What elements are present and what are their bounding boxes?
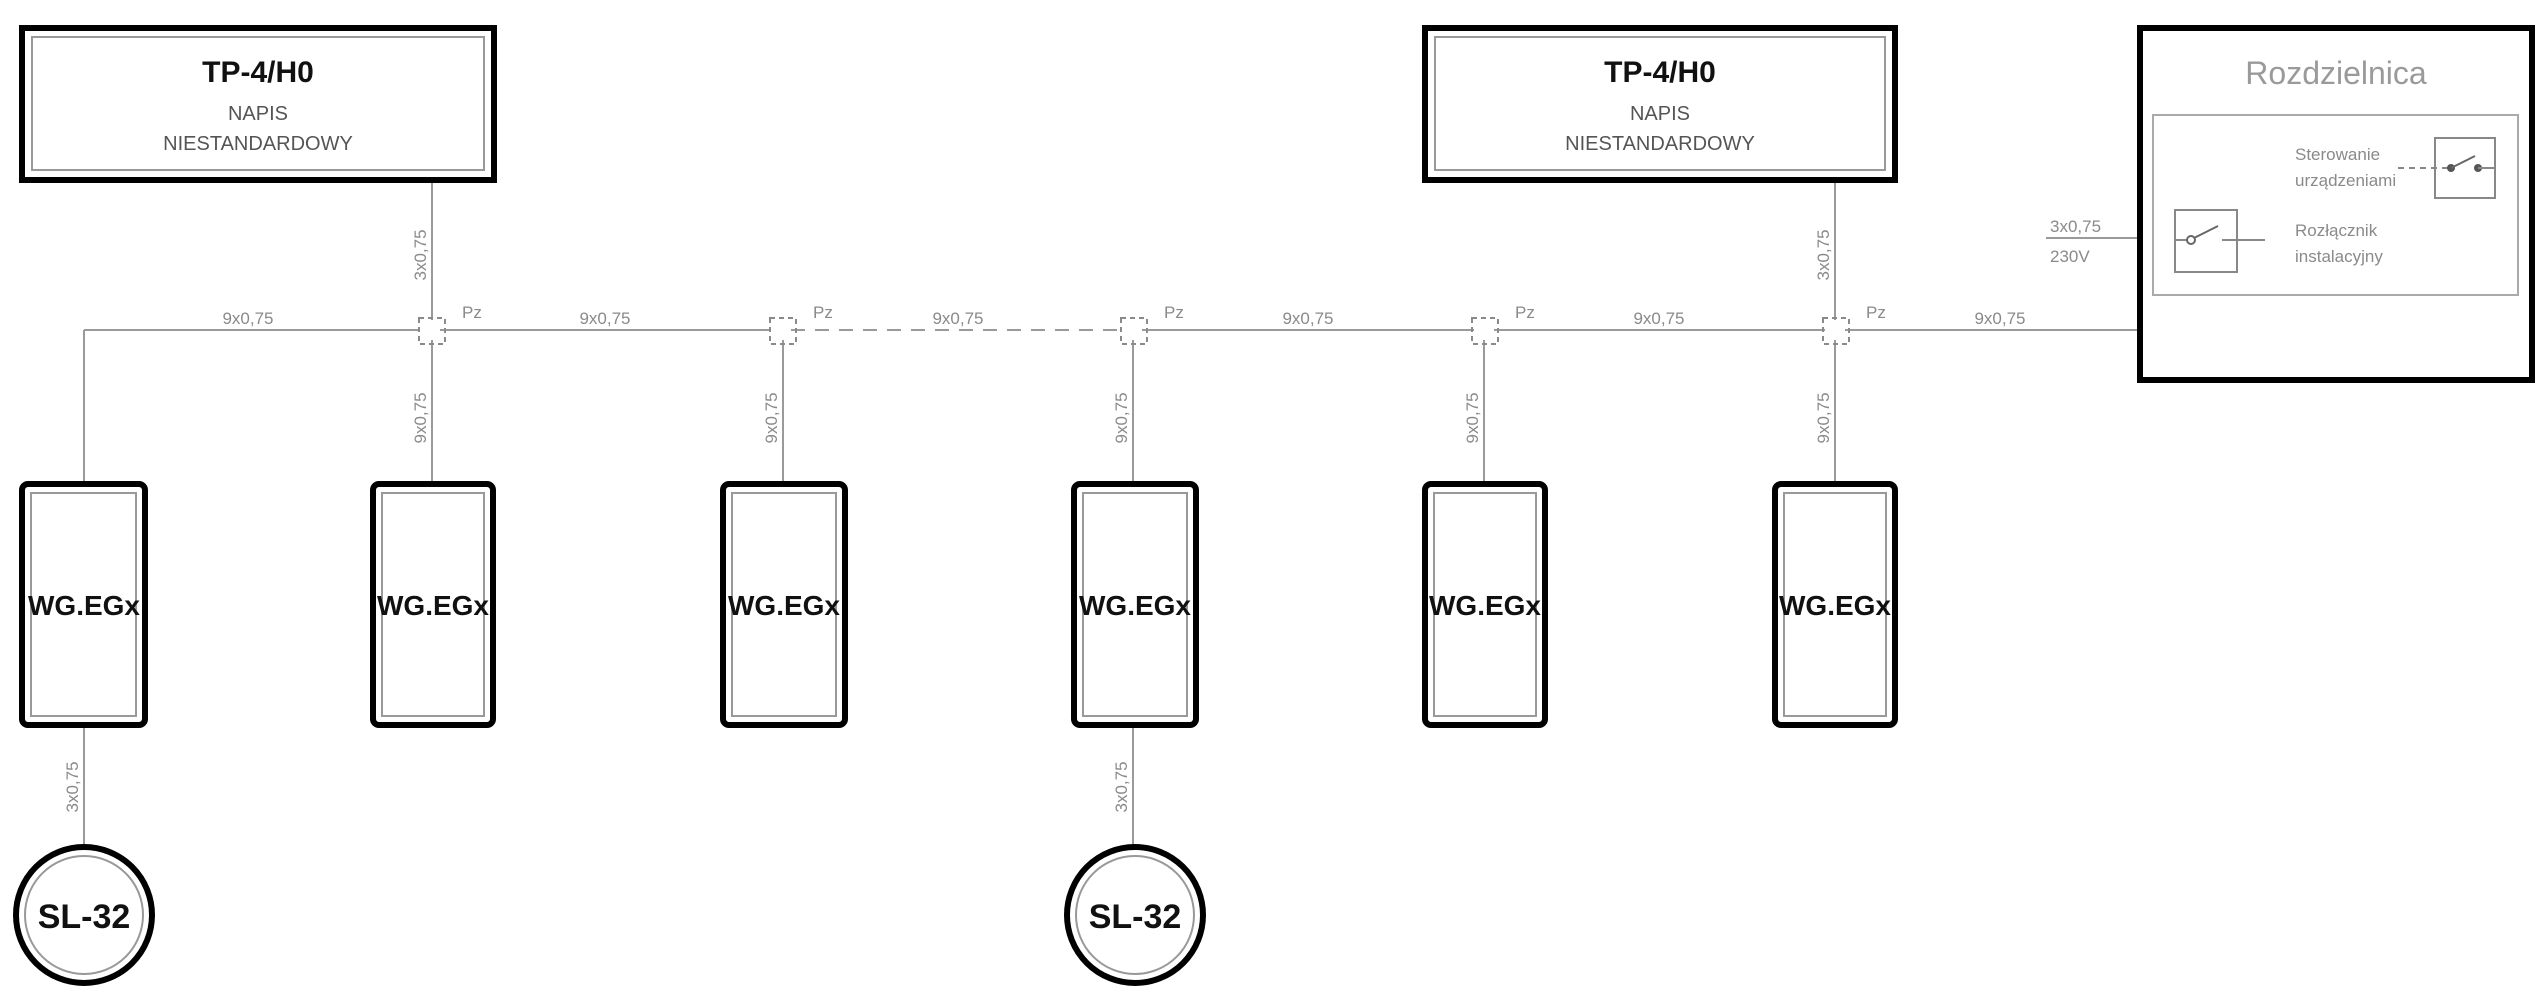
junction-label: Pz (813, 303, 833, 322)
bus-cable-labels: 9x0,75 9x0,75 9x0,75 9x0,75 9x0,75 9x0,7… (222, 309, 2025, 328)
sensor-cable-labels: 3x0,75 3x0,75 (63, 761, 1131, 812)
module-label: WG.EGx (1079, 590, 1191, 621)
sensor-label: SL-32 (1089, 898, 1182, 936)
sensor-label: SL-32 (38, 898, 131, 936)
supply-voltage-label: 230V (2050, 247, 2090, 266)
junction-label: Pz (1866, 303, 1886, 322)
sensor-2: SL-32 (1064, 844, 1206, 986)
junction-label: Pz (462, 303, 482, 322)
junction-label: Pz (1515, 303, 1535, 322)
wires (83, 182, 2175, 845)
module-5: WG.EGx (1422, 481, 1548, 728)
junction-label: Pz (1164, 303, 1184, 322)
disconnector-icon (2174, 209, 2265, 273)
bus-cable-label: 9x0,75 (579, 309, 630, 328)
sensor-cable-label: 3x0,75 (63, 761, 82, 812)
control-label-1: Sterowanie (2295, 145, 2380, 164)
modules: WG.EGx WG.EGx WG.EGx WG.EGx WG.EGx WG.EG… (19, 481, 1898, 728)
junction-box (1822, 317, 1850, 345)
panel-2: TP-4/H0 NAPIS NIESTANDARDOWY (1422, 25, 1898, 183)
drop-cable-label: 9x0,75 (762, 392, 781, 443)
drop-cable-label: 9x0,75 (1112, 392, 1131, 443)
panel-cable-labels: 3x0,75 3x0,75 (411, 229, 1833, 280)
switchboard: Rozdzielnica Sterowanie urządzeniami Roz… (2137, 25, 2535, 383)
switchboard-inner-frame (2152, 114, 2519, 296)
supply-cable-label: 3x0,75 (2050, 217, 2101, 236)
junction-box (1120, 317, 1148, 345)
module-label: WG.EGx (728, 590, 840, 621)
junction-labels: Pz Pz Pz Pz Pz (462, 303, 1886, 322)
switchboard-title: Rozdzielnica (2245, 55, 2427, 91)
bus-cable-label: 9x0,75 (932, 309, 983, 328)
junction-box (1471, 317, 1499, 345)
junction-box (418, 317, 446, 345)
bus-cable-label: 9x0,75 (222, 309, 273, 328)
junction-box (769, 317, 797, 345)
module-label: WG.EGx (1779, 590, 1891, 621)
sensor-cable-label: 3x0,75 (1112, 761, 1131, 812)
module-1: WG.EGx (19, 481, 148, 728)
panel-1: TP-4/H0 NAPIS NIESTANDARDOWY (19, 25, 497, 183)
module-2: WG.EGx (370, 481, 496, 728)
module-3: WG.EGx (720, 481, 848, 728)
junctions (418, 317, 1850, 345)
panel-line-1: NAPIS (228, 103, 288, 125)
panel-line-2: NIESTANDARDOWY (163, 133, 353, 155)
module-4: WG.EGx (1071, 481, 1199, 728)
panel-line-1: NAPIS (1630, 103, 1690, 125)
control-switch-icon (2398, 137, 2496, 199)
disconnector-label-2: instalacyjny (2295, 247, 2383, 266)
module-6: WG.EGx (1772, 481, 1898, 728)
panel-title: TP-4/H0 (202, 56, 314, 89)
bus-cable-label: 9x0,75 (1282, 309, 1333, 328)
module-label: WG.EGx (1429, 590, 1541, 621)
module-label: WG.EGx (377, 590, 489, 621)
disconnector-label-1: Rozłącznik (2295, 221, 2378, 240)
bus-cable-label: 9x0,75 (1974, 309, 2025, 328)
panel-cable-label: 3x0,75 (1814, 229, 1833, 280)
drop-cable-label: 9x0,75 (411, 392, 430, 443)
control-label-2: urządzeniami (2295, 171, 2396, 190)
drop-cable-label: 9x0,75 (1814, 392, 1833, 443)
sensor-1: SL-32 (13, 844, 155, 986)
drop-cable-labels: 9x0,75 9x0,75 9x0,75 9x0,75 9x0,75 (411, 392, 1833, 443)
bus-cable-label: 9x0,75 (1633, 309, 1684, 328)
drop-cable-label: 9x0,75 (1463, 392, 1482, 443)
module-label: WG.EGx (28, 590, 140, 621)
panel-cable-label: 3x0,75 (411, 229, 430, 280)
panel-title: TP-4/H0 (1604, 56, 1716, 89)
panel-line-2: NIESTANDARDOWY (1565, 133, 1755, 155)
